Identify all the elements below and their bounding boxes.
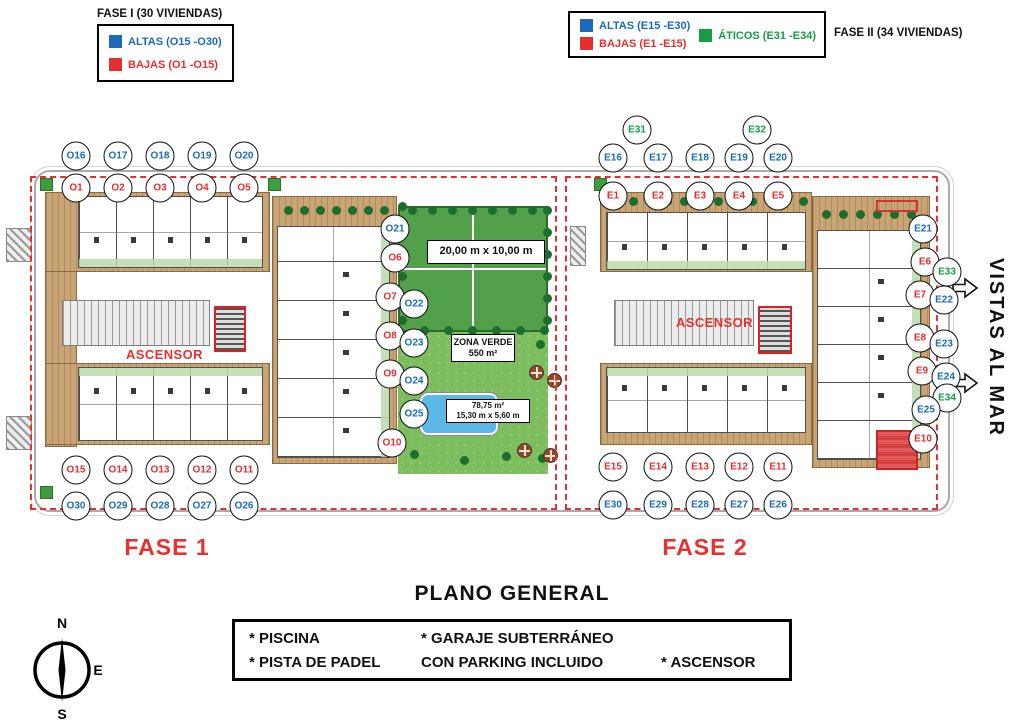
legend-fase2-title: FASE II (34 VIVIENDAS): [834, 27, 963, 39]
compass-n-label: N: [57, 615, 67, 631]
planter-icon: [268, 178, 281, 191]
legend-bajas-label: BAJAS (O1 -O15): [128, 58, 218, 71]
fase2-right-units: [817, 230, 921, 460]
ramp-hatch-3: [570, 226, 586, 266]
fase1-label: FASE 1: [124, 534, 210, 560]
compass-e-label: E: [93, 662, 102, 678]
padel-court: [398, 206, 548, 332]
padel-dimensions-text: 20,00 m x 10,00 m: [439, 245, 533, 258]
unit-marker-o17: O17: [103, 141, 133, 171]
altas-swatch-icon: [580, 19, 593, 32]
unit-marker-e20: E20: [763, 143, 793, 173]
compass-needle-icon: [58, 638, 66, 702]
vistas-al-mar-label: VISTAS AL MAR: [985, 258, 1007, 437]
legend-fase1: FASE I (30 VIVIENDAS) ALTAS (O15 -O30) B…: [97, 8, 234, 82]
unit-marker-e31: E31: [622, 115, 652, 145]
amenity-garaje-line2: CON PARKING INCLUIDO: [421, 653, 604, 671]
fase2-top-units: [606, 212, 806, 270]
legend-fase2-box: ALTAS (E15 -E30) BAJAS (E1 -E15) ÁTICOS …: [568, 11, 826, 58]
unit-marker-o19: O19: [187, 141, 217, 171]
unit-marker-e18: E18: [685, 143, 715, 173]
page-title: PLANO GENERAL: [414, 582, 610, 605]
unit-marker-e19: E19: [724, 143, 754, 173]
pool-dimensions-label: 78,75 m² 15,30 m x 5,60 m: [446, 399, 530, 423]
unit-marker-o20: O20: [229, 141, 259, 171]
trees-icon: [822, 210, 831, 219]
sea-arrow-icon: [952, 277, 979, 299]
sea-arrow-icon: [952, 372, 979, 394]
trees-icon: [404, 338, 413, 347]
fase2-red-unit-box: [876, 430, 918, 470]
compass-s-label: S: [57, 706, 66, 722]
bajas-swatch-icon: [580, 37, 593, 50]
trees-icon: [612, 197, 621, 206]
fase1-elevator-box: [214, 306, 246, 352]
legend-item-bajas: BAJAS (O1 -O15): [109, 58, 222, 71]
zona-verde-area-text: 550 m²: [468, 348, 498, 358]
fase2-label: FASE 2: [662, 534, 748, 560]
unit-marker-e17: E17: [643, 143, 673, 173]
legend-altas-f2-label: ALTAS (E15 -E30): [599, 19, 691, 32]
fase2-elevator-box: [758, 306, 792, 354]
planter-icon: [40, 486, 53, 499]
altas-swatch-icon: [109, 35, 122, 48]
legend-aticos-f2-label: ÁTICOS (E31 -E34): [718, 29, 816, 42]
zona-verde-label: ZONA VERDE 550 m²: [451, 334, 515, 362]
unit-marker-e32: E32: [742, 115, 772, 145]
parasol-icon: [517, 443, 532, 458]
fase1-storage-block: [62, 300, 210, 346]
parasol-icon: [529, 365, 544, 380]
legend-altas-label: ALTAS (O15 -O30): [128, 35, 222, 48]
amenities-box: * PISCINA * GARAJE SUBTERRÁNEO * PISTA D…: [232, 619, 792, 681]
legend-item-altas-f2: ALTAS (E15 -E30): [580, 19, 690, 32]
fase2-ascensor-label: ASCENSOR: [676, 315, 753, 330]
padel-dimensions-label: 20,00 m x 10,00 m: [427, 240, 545, 264]
fase2-red-top-box: [876, 200, 918, 212]
amenity-garaje-line1: * GARAJE SUBTERRÁNEO: [421, 629, 614, 647]
amenity-ascensor: * ASCENSOR: [661, 653, 756, 671]
legend-item-aticos-f2: ÁTICOS (E31 -E34): [699, 29, 816, 42]
fase1-ascensor-label: ASCENSOR: [126, 347, 203, 362]
zona-verde-text: ZONA VERDE: [453, 336, 513, 347]
parasol-icon: [543, 448, 558, 463]
ramp-hatch-2: [6, 416, 32, 450]
parasol-icon: [547, 373, 562, 388]
trees-icon: [284, 206, 293, 215]
legend-fase1-box: ALTAS (O15 -O30) BAJAS (O1 -O15): [97, 24, 234, 82]
fase1-right-units: [277, 226, 390, 458]
planter-icon: [40, 178, 53, 191]
bajas-swatch-icon: [109, 58, 122, 71]
legend-item-altas: ALTAS (O15 -O30): [109, 35, 222, 48]
legend-item-bajas-f2: BAJAS (E1 -E15): [580, 37, 686, 50]
fase2-bottom-units: [606, 367, 806, 433]
fase2-storage-block: [614, 300, 754, 346]
unit-marker-o16: O16: [61, 141, 91, 171]
pool-dimensions-text: 15,30 m x 5,60 m: [456, 411, 520, 420]
trees-icon: [398, 202, 407, 211]
unit-marker-o18: O18: [145, 141, 175, 171]
unit-marker-e16: E16: [598, 143, 628, 173]
compass: N E S: [33, 615, 103, 722]
amenity-piscina: * PISCINA: [249, 629, 320, 647]
planter-icon: [594, 178, 607, 191]
legend-fase1-title: FASE I (30 VIVIENDAS): [97, 8, 223, 20]
ramp-hatch-1: [6, 228, 32, 262]
amenity-pista-padel: * PISTA DE PADEL: [249, 653, 381, 671]
legend-bajas-f2-label: BAJAS (E1 -E15): [599, 37, 687, 50]
pool-area-text: 78,75 m²: [471, 401, 505, 410]
fase1-top-units: [78, 196, 263, 268]
fase1-bottom-units: [78, 367, 263, 441]
aticos-swatch-icon: [699, 29, 713, 42]
